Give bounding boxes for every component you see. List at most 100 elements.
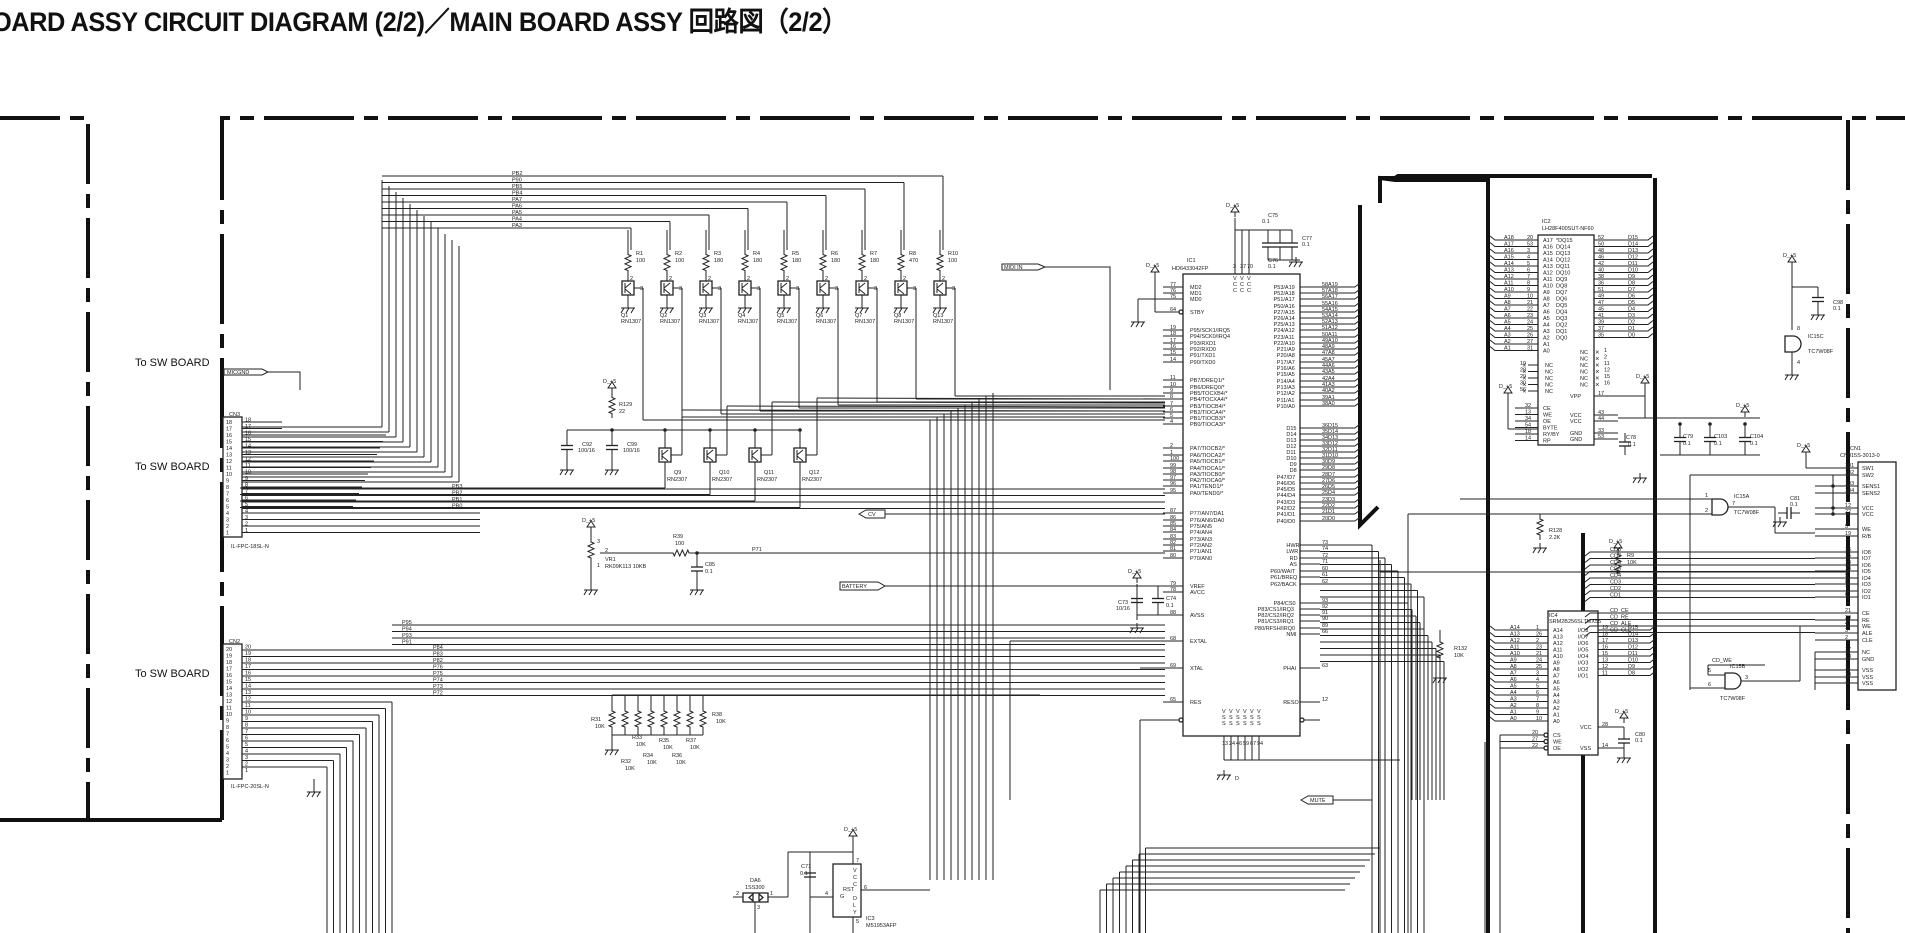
pin-signal: D10 [1286,456,1296,462]
capacitor-ref: C81 [1790,496,1800,502]
resistor-icon [698,708,708,730]
pin-number: 51 [1598,287,1604,293]
net-label: PB2 [452,491,462,497]
pin-signal: P53/A19 [1274,285,1295,291]
pin-number: 6 [1845,592,1848,598]
label: V [1247,276,1251,282]
ground-icon [1216,770,1231,781]
pin-number: 8 [1527,281,1530,287]
pin-number: 31 [1322,453,1328,459]
net-label: P83 [433,652,443,658]
pin-number: 17 [1170,338,1176,344]
pin-number: 49 [1598,294,1604,300]
pin-number: 6 [1536,690,1539,696]
nc-x-icon: ✕ [1595,350,1600,356]
pin-signal: DQ4 [1556,310,1567,316]
pin-signal: MD1 [1190,291,1202,297]
pin-number: 30 [1322,459,1328,465]
pin-number: 2 [942,276,945,282]
transistor-part: RN1307 [894,319,914,325]
pin-signal: XTAL [1190,666,1203,672]
svg-text:CV: CV [868,512,876,518]
pin-signal: NC [1580,363,1588,369]
pin-signal: DQ6 [1556,297,1567,303]
net-label: D11 [1628,261,1638,267]
pin-number: 43 [1322,369,1328,375]
pin-number: 15 [226,440,232,446]
svg-text:MUTE: MUTE [1310,798,1326,804]
resistor-icon [620,708,630,730]
transistor-part: RN1307 [855,319,875,325]
pin-signal: A6 [1553,680,1560,686]
pin-number: 12 [1604,368,1610,374]
pin-number: 1 [1604,348,1607,354]
pin-signal: P17/A7 [1277,360,1295,366]
capacitor-ref: C77 [1302,236,1312,242]
pin-number: 88 [1170,610,1176,616]
pin-number: 53 [1322,313,1328,319]
capacitor-icon [1778,507,1800,519]
pin-number: 43 [1598,410,1604,416]
pin-number: 3 [226,758,229,764]
net-label: CD_CE [1610,608,1629,614]
resistor-value: 10K [636,742,646,748]
pin-signal: P25/A13 [1274,322,1295,328]
pin-number: 2 [1170,443,1173,449]
pin-number: 77 [1170,282,1176,288]
net-label: A10 [1504,287,1514,293]
net-label: A2 [1504,339,1511,345]
pin-signal: D9 [1290,462,1297,468]
pin-number: 74 [1322,546,1328,552]
net-label: A0 [1510,716,1517,722]
capacitor-ref: C99 [627,442,637,448]
pin-number: 16 [1602,645,1608,651]
pin-number: 2 [1536,638,1539,644]
power-d5-icon: D_+5 [582,518,596,532]
pin-number: 3 [1536,671,1539,677]
pin-number: 4 [1845,621,1848,627]
pin-number: 1 [597,563,600,569]
ground-icon [620,303,635,314]
pin-number: 2 [1845,635,1848,641]
net-label: PB4 [512,191,522,197]
pin-number: 18 [226,420,232,426]
label: V [1243,709,1247,715]
pin-number: 10 [226,472,232,478]
transistor-ref: Q8 [894,313,901,319]
pin-signal: VSS [1580,746,1591,752]
pin-signal: A5 [1543,316,1550,322]
resistor-ref: R1 [636,251,643,257]
pin-number: 4 [1536,677,1539,683]
net-label: P90 [512,178,522,184]
resistor-icon [1613,553,1623,572]
diode-part: 1SS300 [745,885,765,891]
pin-signal: OE [1543,419,1551,425]
pin-number: 19 [1845,531,1851,537]
connector-part: CN015S-3013-0 [1840,453,1880,459]
pin-number: 18 [1845,654,1851,660]
pin-number: 2 [245,522,248,528]
transistor-icon [777,280,794,296]
pin-number: 21 [1322,509,1328,515]
pin-number: 13 [245,690,251,696]
ic-ref: IC4 [1549,613,1558,619]
pin-number: 8 [1536,703,1539,709]
transistor-ref: Q11 [764,470,774,476]
pin-number: 75 [1170,294,1176,300]
pin-number: 63 [1322,663,1328,669]
pin-number: 24 [1527,320,1533,326]
pin-signal: BYTE [1543,426,1558,432]
junction-dot [1831,506,1835,510]
pin-signal: P82/CS2/IRQ2 [1258,613,1294,619]
pin-number: 2 [1604,355,1607,361]
pin-number: 78 [1170,587,1176,593]
net-label: A1 [1504,346,1511,352]
ground-icon [1532,543,1547,554]
resistor-icon [935,250,945,275]
resistor-value: 180 [831,258,840,264]
net-label: P91 [402,640,412,646]
ground-icon [1616,753,1631,764]
label: S [1229,721,1233,727]
net-label: D14 [1628,632,1638,638]
